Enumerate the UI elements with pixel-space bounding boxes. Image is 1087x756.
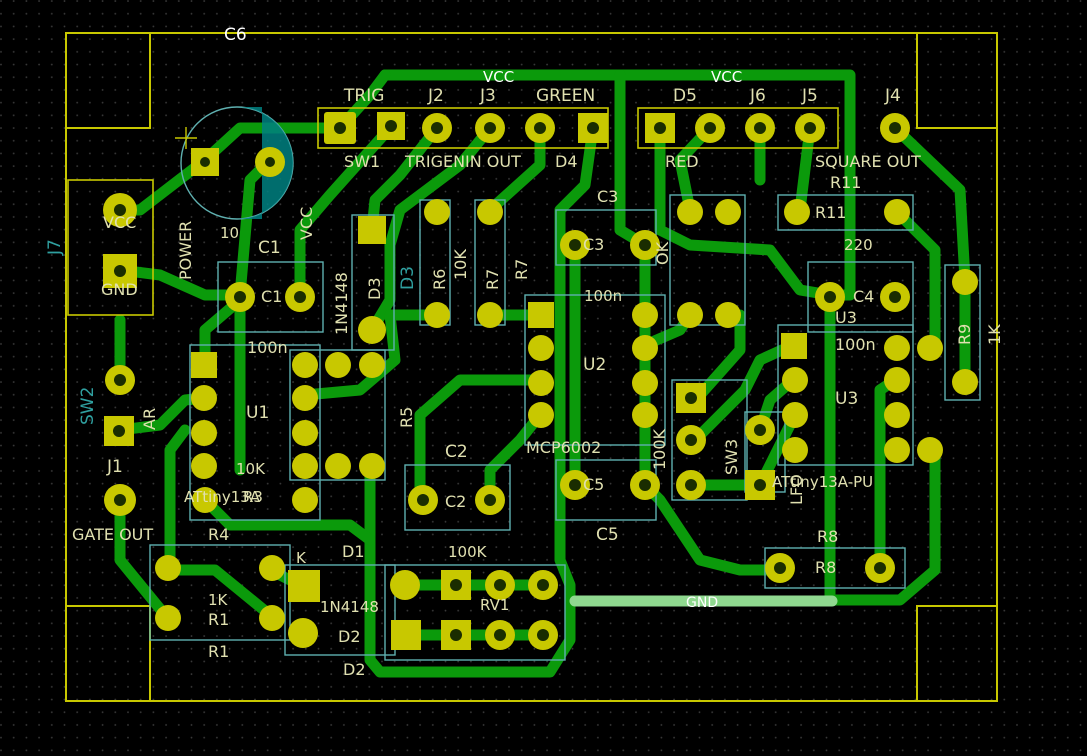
net-gnd-label: GND <box>686 595 718 611</box>
label-c1: C1 <box>258 238 281 258</box>
label-j4: J4 <box>884 86 901 106</box>
label-u3-value: ATtiny13A-PU <box>772 473 873 491</box>
label-d3: D3 <box>365 278 384 301</box>
label-r9-value: 1K <box>985 324 1004 345</box>
label-u1-value: ATtiny13A <box>184 488 261 506</box>
label-j5: J5 <box>801 86 818 106</box>
label-rv1: RV1 <box>480 596 509 614</box>
label-j1: J1 <box>106 457 123 477</box>
net-vcc-label-1: VCC <box>483 68 514 86</box>
label-c5-ref: C5 <box>583 475 604 494</box>
label-j6: J6 <box>749 86 766 106</box>
label-r11-value: 220 <box>844 236 873 254</box>
label-u2: U2 <box>583 355 606 375</box>
label-green: GREEN <box>536 86 595 106</box>
label-c5: C5 <box>596 525 619 545</box>
label-rv1-value: 100K <box>448 543 488 561</box>
net-vcc-label-2: VCC <box>711 68 742 86</box>
label-u1: U1 <box>246 403 269 423</box>
label-c2: C2 <box>445 442 468 462</box>
label-r7: R7 <box>483 269 502 290</box>
label-ar: AR <box>140 408 159 430</box>
label-r3: R3 <box>243 488 263 506</box>
label-r6-value: 10K <box>451 249 470 280</box>
label-gate-out: GATE OUT <box>72 525 153 544</box>
label-u3: U3 <box>835 308 857 327</box>
label-gnd-pad: GND <box>101 280 138 299</box>
label-c2-ref: C2 <box>445 492 466 511</box>
label-c6-value: 10 <box>220 224 239 242</box>
label-sw2: SW2 <box>78 387 98 425</box>
label-rv-100k: 100K <box>650 428 669 470</box>
pad-holes <box>113 120 901 641</box>
label-r8: R8 <box>817 527 838 546</box>
label-r5: R5 <box>397 407 416 428</box>
label-sw3: SW3 <box>722 439 741 475</box>
label-j2: J2 <box>427 86 444 106</box>
label-k: K <box>296 549 307 567</box>
label-u2-value: MCP6002 <box>526 438 601 457</box>
label-d5: D5 <box>673 86 697 106</box>
board-outline <box>65 32 998 702</box>
label-vcc-pad: VCC <box>103 213 136 232</box>
label-r3-value: 10K <box>236 460 266 478</box>
label-r1: R1 <box>208 610 229 629</box>
label-r1-ref: R1 <box>208 642 229 661</box>
label-d1: D1 <box>342 542 365 561</box>
label-j7: J7 <box>45 239 65 256</box>
label-u3-ref: U3 <box>835 389 858 409</box>
label-c4: C4 <box>853 287 874 306</box>
label-d4: D4 <box>555 152 578 171</box>
label-c3-top: C3 <box>597 187 618 206</box>
label-trig: TRIG <box>343 86 384 106</box>
label-red: RED <box>665 152 699 171</box>
label-c6: C6 <box>224 25 247 45</box>
label-r9: R9 <box>955 324 974 345</box>
label-ok: OK <box>653 241 672 265</box>
label-c1-value: 100n <box>247 338 288 357</box>
label-sw1: SW1 <box>344 152 380 171</box>
label-power: POWER <box>176 221 195 280</box>
label-r1-value: 1K <box>208 591 229 609</box>
label-c1-ref: C1 <box>261 287 282 306</box>
label-c3-value: 100n <box>584 287 622 305</box>
label-c3: C3 <box>583 235 604 254</box>
label-trigen: TRIGEN <box>404 152 465 171</box>
label-r7-ref: R7 <box>512 259 531 280</box>
label-d2-ref: D2 <box>343 660 366 679</box>
label-c4-value: 100n <box>835 335 876 354</box>
label-square-out: SQUARE OUT <box>815 152 921 171</box>
label-r11: R11 <box>815 203 846 222</box>
label-r4: R4 <box>208 525 229 544</box>
label-vcc-vertical: VCC <box>297 207 316 240</box>
label-r11-ref: R11 <box>830 173 861 192</box>
label-d3-ref: D3 <box>398 266 418 290</box>
label-r6: R6 <box>430 269 449 290</box>
label-r8-ref: R8 <box>815 558 836 577</box>
label-inout: IN OUT <box>465 152 521 171</box>
label-d1-value: 1N4148 <box>320 598 379 616</box>
label-j3: J3 <box>479 86 496 106</box>
label-d2: D2 <box>338 627 361 646</box>
label-lfo: LFO <box>787 474 806 505</box>
label-d3-value: 1N4148 <box>332 272 351 335</box>
